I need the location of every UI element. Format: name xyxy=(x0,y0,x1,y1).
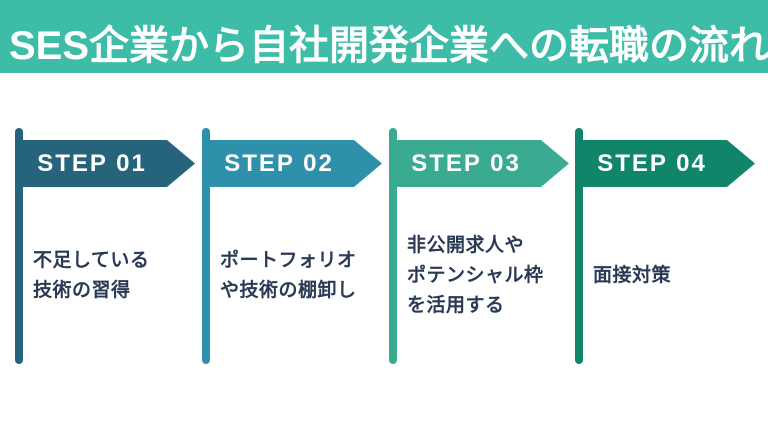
step-flag: STEP 03 xyxy=(389,140,569,187)
description-area: 不足している 技術の習得 xyxy=(33,187,202,364)
step-label: STEP 01 xyxy=(37,149,147,177)
step-flag: STEP 02 xyxy=(202,140,382,187)
step-description: 非公開求人や ポテンシャル枠 を活用する xyxy=(407,234,544,316)
step-description: 不足している 技術の習得 xyxy=(33,249,150,301)
step-label: STEP 04 xyxy=(597,149,707,177)
page-title: SES企業から自社開発企業への転職の流れ xyxy=(9,23,768,68)
step-column-1: STEP 01 不足している 技術の習得 xyxy=(15,128,202,364)
description-area: 非公開求人や ポテンシャル枠 を活用する xyxy=(407,187,576,364)
step-column-3: STEP 03 非公開求人や ポテンシャル枠 を活用する xyxy=(389,128,576,364)
flag-pole xyxy=(15,128,23,364)
step-flag: STEP 04 xyxy=(575,140,755,187)
step-label: STEP 02 xyxy=(224,149,334,177)
step-description: 面接対策 xyxy=(593,264,672,286)
step-column-2: STEP 02 ポートフォリオ や技術の棚卸し xyxy=(202,128,389,364)
flag-pole xyxy=(389,128,397,364)
description-area: ポートフォリオ や技術の棚卸し xyxy=(220,187,389,364)
flag-pole xyxy=(575,128,583,364)
description-area: 面接対策 xyxy=(593,187,762,364)
step-flag: STEP 01 xyxy=(15,140,195,187)
step-label: STEP 03 xyxy=(411,149,521,177)
flag-pole xyxy=(202,128,210,364)
step-description: ポートフォリオ や技術の棚卸し xyxy=(220,249,357,301)
step-column-4: STEP 04 面接対策 xyxy=(575,128,762,364)
header-band: SES企業から自社開発企業への転職の流れ xyxy=(0,0,768,73)
